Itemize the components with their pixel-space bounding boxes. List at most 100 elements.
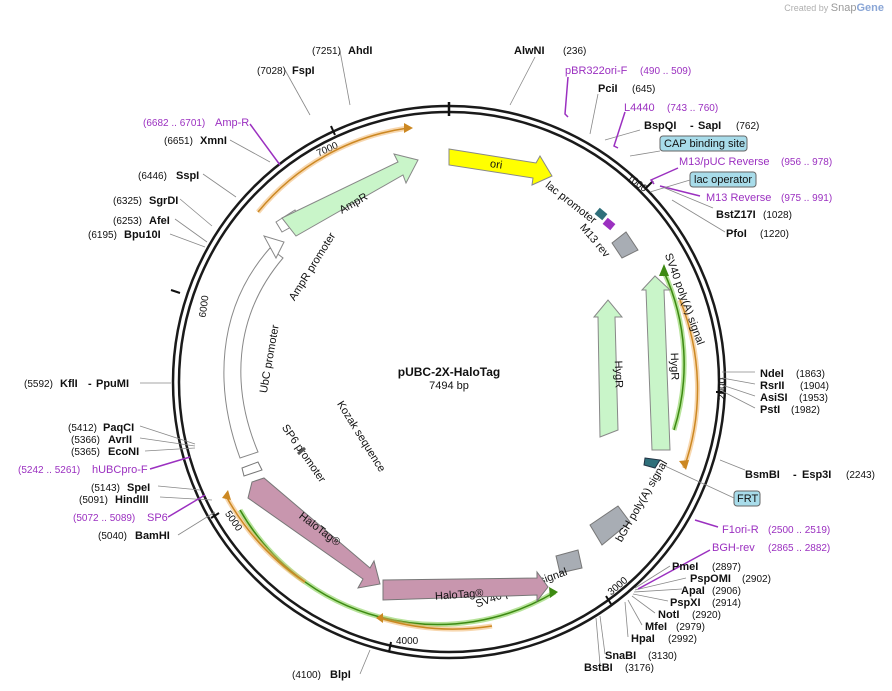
site-paqci: PaqCI xyxy=(103,422,134,434)
primer-amp-r-pos: (6682 .. 6701) xyxy=(143,118,205,129)
site-alwni-pos: (236) xyxy=(563,46,586,57)
site-mfei-pos: (2979) xyxy=(676,622,705,633)
feature-kozak-label: Kozak sequence xyxy=(334,399,387,474)
primer-m13-puc-reverse-pos: (956 .. 978) xyxy=(781,157,832,168)
site-mfei: MfeI xyxy=(645,621,667,633)
feature-halotag-2 xyxy=(382,570,549,603)
site-asisi: AsiSI xyxy=(760,392,788,404)
plasmid-name: pUBC-2X-HaloTag xyxy=(398,365,500,379)
primer-m13-reverse-pos: (975 .. 991) xyxy=(781,193,832,204)
restriction-sites: AlwNI (236) PciI (645) BspQI - SapI (762… xyxy=(514,45,875,674)
tick-2000: 2000 xyxy=(717,377,728,400)
site-pmei-pos: (2897) xyxy=(712,562,741,573)
site-bamhi-pos: (5040) xyxy=(98,531,127,542)
site-paqci-pos: (5412) xyxy=(68,423,97,434)
snapgene-logo: SnapGene xyxy=(830,2,884,14)
feature-bgh-polya xyxy=(589,505,631,546)
feature-sv40-polya-1 xyxy=(611,231,639,259)
site-kfli-sep: - xyxy=(88,378,92,390)
primer-bgh-rev-pos: (2865 .. 2882) xyxy=(768,543,830,554)
tick-1000: 1000 xyxy=(625,172,650,195)
site-noti: NotI xyxy=(658,609,679,621)
site-pspomi-pos: (2902) xyxy=(742,574,771,585)
site-hpai-pos: (2992) xyxy=(668,634,697,645)
feature-hygr-outer xyxy=(640,275,672,451)
site-asisi-pos: (1953) xyxy=(799,393,828,404)
site-snabi: SnaBI xyxy=(605,650,636,662)
site-ppumi: PpuMI xyxy=(96,378,129,390)
site-esp3i: Esp3I xyxy=(802,469,831,481)
site-blpi-pos: (4100) xyxy=(292,670,321,681)
site-bpu10i: Bpu10I xyxy=(124,229,161,241)
feature-sv40-polya-2 xyxy=(555,549,583,574)
box-lac-operator xyxy=(689,171,757,188)
feature-halotag-1 xyxy=(247,477,381,589)
site-bstz17i-pos: (1028) xyxy=(763,210,792,221)
site-bamhi: BamHI xyxy=(135,530,170,542)
primer-pbr322ori-f: pBR322ori-F xyxy=(565,65,628,77)
box-cap-binding-site xyxy=(659,135,748,152)
site-pspxi: PspXI xyxy=(670,597,701,609)
site-noti-pos: (2920) xyxy=(692,610,721,621)
site-hpai: HpaI xyxy=(631,633,655,645)
boxed-features: CAP binding site lac operator FRT xyxy=(629,135,761,507)
primer-marks xyxy=(149,76,719,590)
site-bstbi: BstBI xyxy=(584,662,613,674)
site-bsmbi: BsmBI xyxy=(745,469,780,481)
site-sgrdi-pos: (6325) xyxy=(113,196,142,207)
site-pspxi-pos: (2914) xyxy=(712,598,741,609)
feature-ubc-promoter-label: UbC promoter xyxy=(258,324,282,394)
primer-f1ori-r: F1ori-R xyxy=(722,524,759,536)
site-afei: AfeI xyxy=(149,215,170,227)
site-apai: ApaI xyxy=(681,585,705,597)
site-bspqi: BspQI xyxy=(644,120,676,132)
site-xmni: XmnI xyxy=(200,135,227,147)
site-econi: EcoNI xyxy=(108,446,139,458)
site-pfoi: PfoI xyxy=(726,228,747,240)
site-bstz17i: BstZ17I xyxy=(716,209,756,221)
box-cap-binding-site-label: CAP binding site xyxy=(664,138,745,150)
feature-kozak xyxy=(297,446,306,456)
feature-bgh-polya-label: bGH poly(A) signal xyxy=(614,458,671,544)
site-sgrdi: SgrDI xyxy=(149,195,178,207)
site-sspi: SspI xyxy=(176,170,199,182)
site-ahdi-pos: (7251) xyxy=(312,46,341,57)
site-bpu10i-pos: (6195) xyxy=(88,230,117,241)
feature-ubc-promoter xyxy=(223,247,284,459)
site-xmni-pos: (6651) xyxy=(164,136,193,147)
site-sspi-pos: (6446) xyxy=(138,171,167,182)
site-bspqi-pos: (762) xyxy=(736,121,759,132)
site-kfli: KflI xyxy=(60,378,78,390)
feature-sp6-promoter-label: SP6 promoter xyxy=(279,422,328,485)
box-lac-operator-label: lac operator xyxy=(694,174,752,186)
feature-lac-operator-mark xyxy=(594,207,608,221)
feature-ampr-promoter-label: AmpR promoter xyxy=(287,230,338,302)
primer-m13-reverse: M13 Reverse xyxy=(706,192,771,204)
site-blpi: BlpI xyxy=(330,669,351,681)
feature-ampr xyxy=(281,153,419,237)
site-fspi-pos: (7028) xyxy=(257,66,286,77)
orf-tracks xyxy=(222,123,700,632)
site-pcii: PciI xyxy=(598,83,618,95)
site-afei-pos: (6253) xyxy=(113,216,142,227)
primer-bgh-rev: BGH-rev xyxy=(712,542,755,554)
site-avrii: AvrII xyxy=(108,434,132,446)
site-pfoi-pos: (1220) xyxy=(760,229,789,240)
site-spei: SpeI xyxy=(127,482,150,494)
primer-hubcpro-f: hUBCpro-F xyxy=(92,464,148,476)
tick-4000: 4000 xyxy=(396,636,419,647)
feature-lac-promoter-label: lac promoter xyxy=(543,179,599,226)
site-alwni: AlwNI xyxy=(514,45,545,57)
primer-hubcpro-f-pos: (5242 .. 5261) xyxy=(18,465,80,476)
site-pmei: PmeI xyxy=(672,561,698,573)
site-kfli-pos: (5592) xyxy=(24,379,53,390)
site-bsmbi-pos: (2243) xyxy=(846,470,875,481)
site-psti: PstI xyxy=(760,404,780,416)
leader-lines xyxy=(139,50,756,675)
site-econi-pos: (5365) xyxy=(71,447,100,458)
primer-sp6-pos: (5072 .. 5089) xyxy=(73,513,135,524)
site-hindiii-pos: (5091) xyxy=(79,495,108,506)
primer-labels: pBR322ori-F (490 .. 509) L4440 (743 .. 7… xyxy=(18,65,832,554)
site-fspi: FspI xyxy=(292,65,315,77)
feature-ori xyxy=(448,148,553,186)
